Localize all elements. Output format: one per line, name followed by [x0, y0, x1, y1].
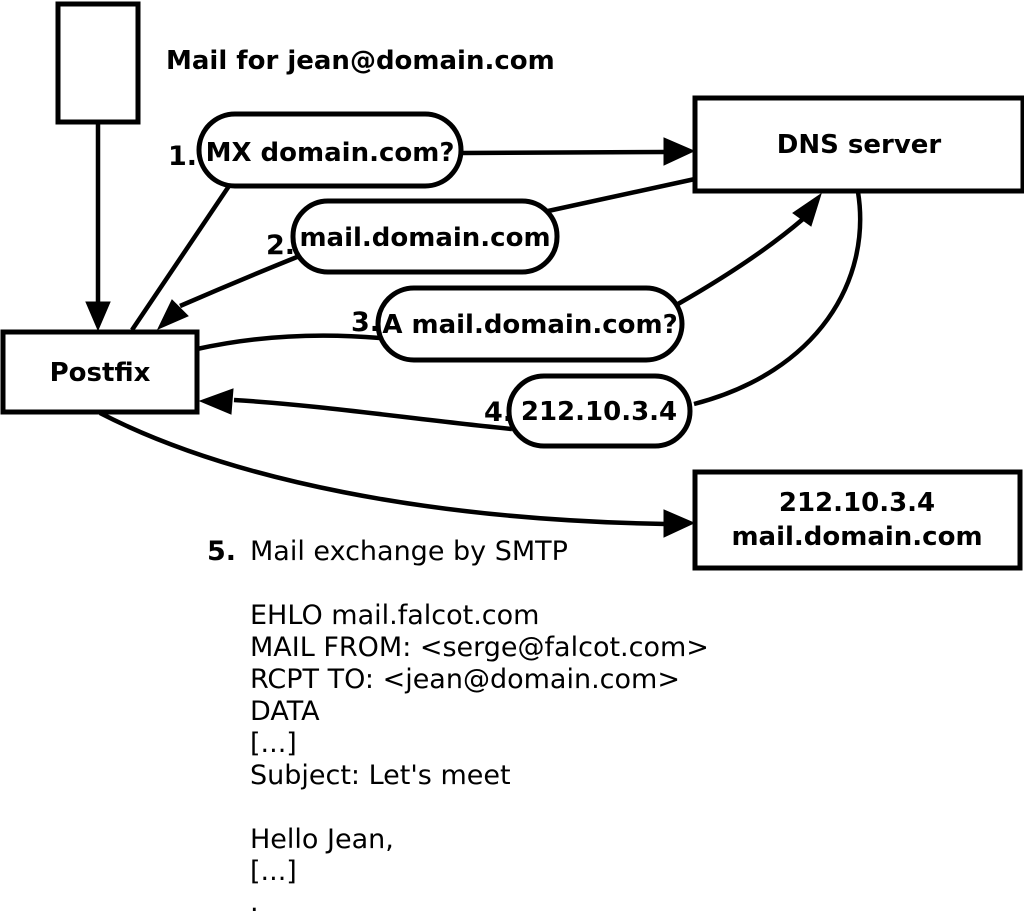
step-5-label: Mail exchange by SMTP [250, 536, 568, 567]
smtp-line-ellipsis-1: [...] [250, 728, 297, 759]
mail-server-ip: 212.10.3.4 [779, 488, 935, 518]
step-1-pill [196, 111, 464, 189]
smtp-line-subject: Subject: Let's meet [250, 760, 511, 791]
smtp-line-ellipsis-2: [...] [250, 856, 297, 887]
line-dns-to-step4 [693, 191, 863, 407]
step-2-pill [290, 198, 560, 275]
arrow-step1-to-dns-line [460, 149, 667, 156]
step-3-pill [375, 285, 685, 363]
postfix-label: Postfix [50, 358, 151, 388]
step-1-number: 1. [168, 141, 197, 172]
step-1-label: MX domain.com? [206, 138, 455, 168]
arrow-message-to-postfix-head [85, 301, 111, 332]
line-postfix-to-step3 [196, 333, 381, 352]
arrow-postfix-to-mailserver-line [98, 410, 667, 527]
smtp-line-end-dot: . [250, 887, 259, 918]
dns-server-label: DNS server [777, 130, 942, 160]
step-5-number: 5. [207, 536, 236, 567]
line-dns-to-step2 [547, 176, 696, 214]
smtp-line-data: DATA [250, 696, 320, 727]
step-4-label: 212.10.3.4 [521, 397, 677, 427]
smtp-line-ehlo: EHLO mail.falcot.com [250, 600, 539, 631]
step-2-label: mail.domain.com [299, 223, 550, 253]
arrow-step2-to-postfix-head [156, 299, 189, 330]
step-3-number: 3. [351, 307, 380, 338]
arrow-step4-to-postfix-line [233, 397, 513, 432]
line-postfix-to-step1 [130, 184, 231, 332]
step-3-label: A mail.domain.com? [382, 310, 677, 340]
mail-note-label: Mail for jean@domain.com [166, 46, 555, 76]
dns-server-box [692, 95, 1024, 194]
mail-server-box [692, 469, 1023, 571]
arrow-postfix-to-mailserver-head [663, 509, 696, 538]
step-2-number: 2. [266, 230, 295, 261]
postfix-box [0, 329, 200, 415]
step-4-pill [506, 373, 693, 449]
arrow-step3-to-dns-line [676, 217, 805, 306]
smtp-session-text: EHLO mail.falcot.com MAIL FROM: <serge@f… [250, 600, 709, 918]
smtp-line-hello: Hello Jean, [250, 824, 394, 855]
arrow-step3-to-dns-head [792, 192, 822, 227]
arrow-step2-to-postfix-line [179, 254, 298, 309]
step-4-number: 4. [484, 397, 513, 428]
arrow-step4-to-postfix-head [198, 388, 234, 415]
mail-server-hostname: mail.domain.com [731, 522, 982, 552]
arrow-step1-to-dns-head [663, 137, 696, 166]
smtp-line-mail-from: MAIL FROM: <serge@falcot.com> [250, 632, 709, 663]
smtp-line-rcpt-to: RCPT TO: <jean@domain.com> [250, 664, 680, 695]
mail-message-icon [55, 1, 141, 125]
